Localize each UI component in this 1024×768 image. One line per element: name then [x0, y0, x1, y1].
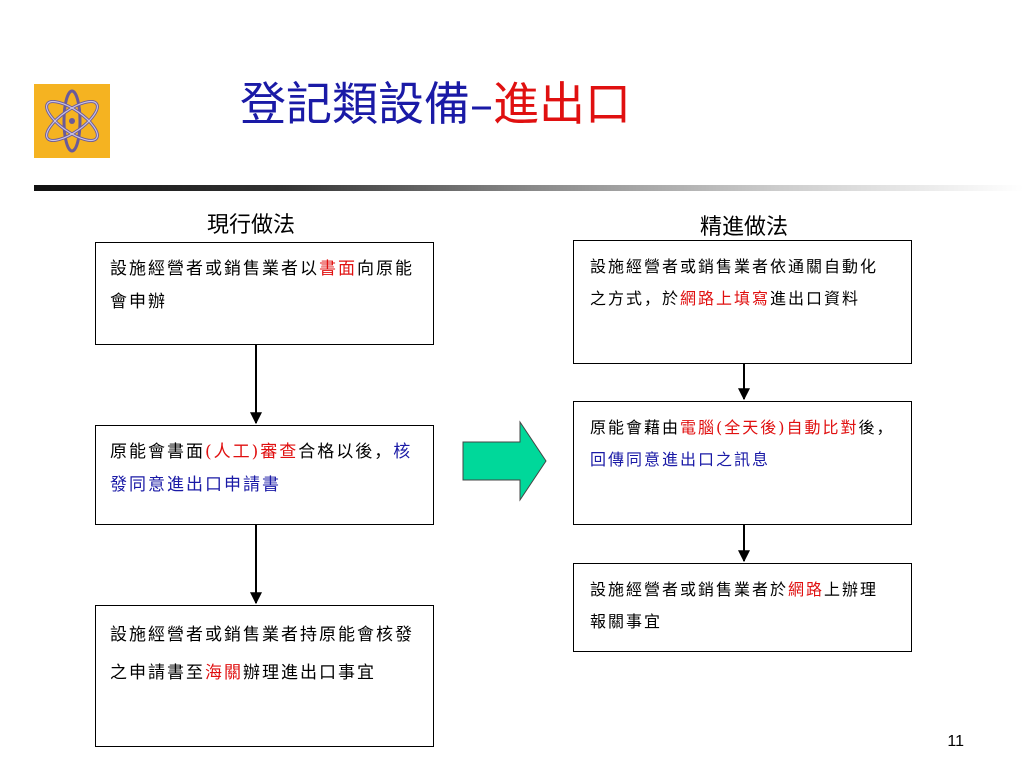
title-divider	[34, 185, 1024, 191]
atom-icon	[45, 89, 99, 153]
right-step-1: 設施經營者或銷售業者依通關自動化之方式，於網路上填寫進出口資料	[573, 240, 912, 364]
left-step-3: 設施經營者或銷售業者持原能會核發之申請書至海關辦理進出口事宜	[95, 605, 434, 747]
page-title: 登記類設備–進出口	[240, 77, 631, 131]
logo	[34, 84, 110, 158]
transition-arrow	[462, 420, 547, 502]
right-step-3: 設施經營者或銷售業者於網路上辦理報關事宜	[573, 563, 912, 652]
left-step-2: 原能會書面(人工)審查合格以後，核發同意進出口申請書	[95, 425, 434, 525]
right-step-2: 原能會藉由電腦(全天後)自動比對後，回傳同意進出口之訊息	[573, 401, 912, 525]
left-column-heading: 現行做法	[207, 213, 296, 238]
page-number: 11	[947, 733, 964, 750]
left-step-1: 設施經營者或銷售業者以書面向原能會申辦	[95, 242, 434, 345]
right-column-heading: 精進做法	[700, 215, 789, 240]
